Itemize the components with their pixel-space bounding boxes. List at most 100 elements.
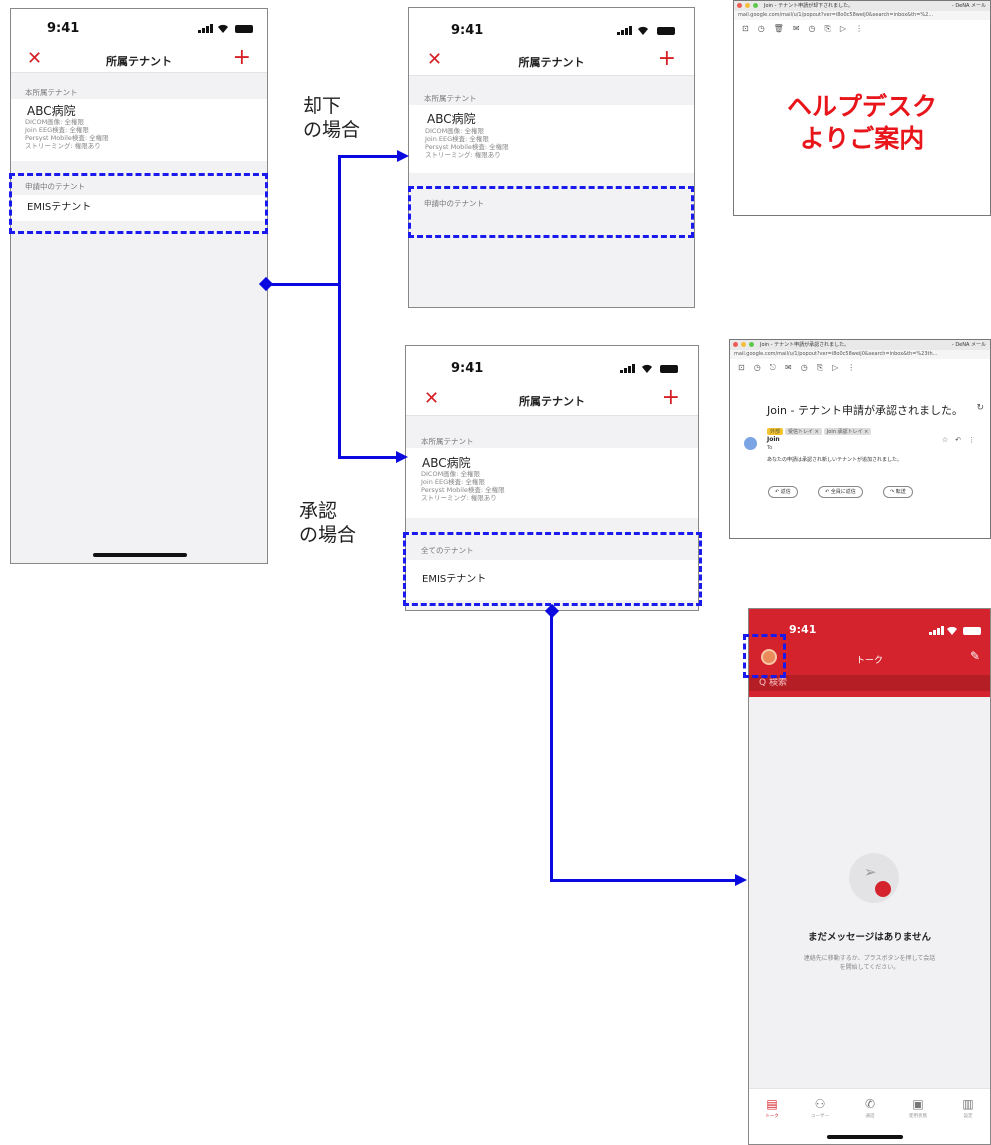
mail-tab-title: Join - テナント申請が承認されました。: [760, 342, 850, 348]
reply-button[interactable]: ↶ 返信: [768, 486, 798, 498]
phone-talk-screen: 9:41 トーク ✎ Q 検索 ➢ まだメッセージはありません 連絡先に移動する…: [748, 608, 991, 1145]
wifi-icon: [638, 26, 648, 35]
approved-tenant-row[interactable]: EMISテナント: [406, 560, 698, 600]
address-bar[interactable]: mail.google.com/mail/u/1/popout?ver=i8o0…: [734, 11, 990, 20]
signal-icon: [620, 364, 635, 373]
phone-approved: 9:41 ✕ 所属テナント + 本所属テナント ABC病院 DICOM画像: 全…: [405, 345, 699, 611]
highlight-approved-tenants: [403, 532, 702, 606]
reply-all-button[interactable]: ↶ 全員に返信: [818, 486, 863, 498]
home-indicator: [827, 1135, 903, 1139]
page-title: 所属テナント: [518, 56, 585, 69]
mail-subject: Join - テナント申請が承認されました。: [767, 404, 963, 417]
label-inbox[interactable]: 受信トレイ ×: [785, 428, 822, 435]
label-approved-case: 承認 の場合: [299, 500, 357, 546]
highlight-profile-avatar: [743, 634, 786, 678]
mail-tab-brand: - DeNA メール: [951, 3, 986, 9]
user-icon: [875, 881, 891, 897]
pending-tenant-row[interactable]: EMISテナント: [11, 195, 267, 221]
address-bar[interactable]: mail.google.com/mail/u/1/popout?ver=i8o0…: [730, 350, 990, 359]
phone-rejected: 9:41 ✕ 所属テナント + 本所属テナント ABC病院 DICOM画像: 全…: [408, 7, 695, 308]
tab-calls[interactable]: ✆通話: [850, 1097, 890, 1119]
tenant-name: ABC病院: [27, 104, 76, 118]
helpdesk-notice: ヘルプデスク よりご案内: [734, 91, 990, 155]
status-time: 9:41: [789, 623, 817, 636]
label-rejected-case: 却下 の場合: [303, 95, 361, 141]
connector-to-talk: [550, 879, 736, 882]
tenant-name: ABC病院: [427, 112, 476, 126]
connector-to-approved: [338, 456, 397, 459]
add-icon[interactable]: +: [657, 46, 676, 71]
chat-icon: ▤: [766, 1097, 778, 1111]
signal-icon: [617, 26, 632, 35]
battery-icon: [235, 25, 253, 33]
status-bar: 9:41: [11, 9, 267, 45]
mail-actions[interactable]: ☆↶⋮: [941, 436, 982, 444]
talk-title: トーク: [855, 656, 883, 666]
profile-avatar-icon[interactable]: [761, 649, 777, 665]
page-title: 所属テナント: [519, 395, 585, 408]
mail-to: To: [767, 445, 773, 451]
bottom-tab-bar: ▤トーク ⚇ユーザー ✆通話 ▣使用状態 ▥設定: [749, 1088, 990, 1144]
arrow-to-rejected: [397, 150, 409, 162]
status-icon: ▣: [912, 1097, 924, 1111]
empty-description: 連絡先に移動するか、プラスボタンを押して会話 を開始してください。: [803, 955, 936, 971]
battery-icon: [660, 365, 678, 373]
page-title: 所属テナント: [106, 55, 172, 68]
mail-tab-brand: - DeNA メール: [951, 342, 986, 348]
window-controls[interactable]: [733, 342, 754, 347]
send-icon: ➢: [864, 863, 877, 881]
tab-status[interactable]: ▣使用状態: [898, 1097, 938, 1119]
section-own-tenant: 本所属テナント: [421, 437, 474, 446]
connector-down: [550, 612, 553, 882]
search-input[interactable]: Q 検索: [749, 675, 990, 691]
signal-icon: [198, 24, 213, 33]
mail-toolbar[interactable]: ⊡◷⎋✉◷⎘▷⋮: [738, 363, 865, 372]
sender-name: Join: [767, 436, 780, 443]
phone-icon: ✆: [864, 1097, 876, 1111]
battery-icon: [963, 627, 981, 635]
sender-avatar: [744, 437, 757, 450]
status-bar: 9:41: [409, 8, 694, 44]
add-icon[interactable]: +: [232, 45, 251, 70]
wifi-icon: [642, 364, 652, 373]
phone-original: 9:41 ✕ 所属テナント + 本所属テナント ABC病院 DICOM画像: 全…: [10, 8, 268, 564]
section-all-tenants: 全てのテナント: [421, 546, 474, 555]
window-controls[interactable]: [737, 3, 758, 8]
connector-vertical: [338, 155, 341, 459]
close-icon[interactable]: ✕: [27, 48, 43, 69]
tenant-name: ABC病院: [422, 456, 471, 470]
nav-bar: ✕ 所属テナント +: [409, 44, 694, 76]
wifi-icon: [947, 626, 957, 635]
tab-users[interactable]: ⚇ユーザー: [800, 1097, 840, 1119]
section-own-tenant: 本所属テナント: [424, 94, 477, 103]
status-time: 9:41: [451, 361, 484, 376]
nav-bar: ✕ 所属テナント +: [406, 382, 698, 416]
mail-tab-title: Join - テナント申請が却下されました。: [764, 3, 854, 9]
mail-toolbar[interactable]: ⊡◷🗑✉◷⎘▷⋮: [742, 24, 873, 33]
battery-icon: [657, 27, 675, 35]
highlight-pending-rejected: [408, 186, 694, 238]
mail-window-rejected: Join - テナント申請が却下されました。 - DeNA メール mail.g…: [733, 0, 991, 216]
label-join[interactable]: Join 承認トレイ ×: [823, 428, 872, 435]
home-indicator: [93, 553, 187, 557]
status-time: 9:41: [451, 23, 484, 38]
settings-icon: ▥: [962, 1097, 974, 1111]
status-bar: 9:41: [406, 346, 698, 382]
forward-button[interactable]: ↷ 転送: [883, 486, 913, 498]
new-chat-icon[interactable]: ✎: [969, 649, 980, 663]
close-icon[interactable]: ✕: [427, 49, 443, 70]
mail-labels: 外部受信トレイ ×Join 承認トレイ ×: [767, 418, 873, 437]
refresh-icon[interactable]: ↻: [976, 403, 984, 413]
close-icon[interactable]: ✕: [424, 388, 440, 409]
tab-settings[interactable]: ▥設定: [948, 1097, 988, 1119]
add-icon[interactable]: +: [661, 385, 680, 410]
section-pending-tenant: 申請中のテナント: [25, 182, 85, 191]
highlight-pending-original: [9, 173, 268, 234]
tab-talk[interactable]: ▤トーク: [752, 1097, 792, 1119]
status-time: 9:41: [47, 21, 80, 36]
